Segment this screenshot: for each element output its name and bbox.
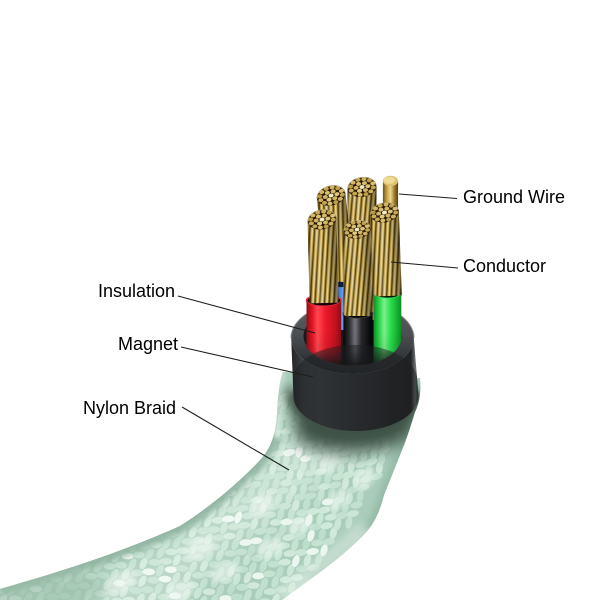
- svg-text:Ground Wire: Ground Wire: [463, 187, 565, 207]
- svg-text:Magnet: Magnet: [118, 334, 178, 354]
- svg-text:Insulation: Insulation: [98, 281, 175, 301]
- svg-text:Conductor: Conductor: [463, 256, 546, 276]
- svg-text:Nylon Braid: Nylon Braid: [83, 398, 176, 418]
